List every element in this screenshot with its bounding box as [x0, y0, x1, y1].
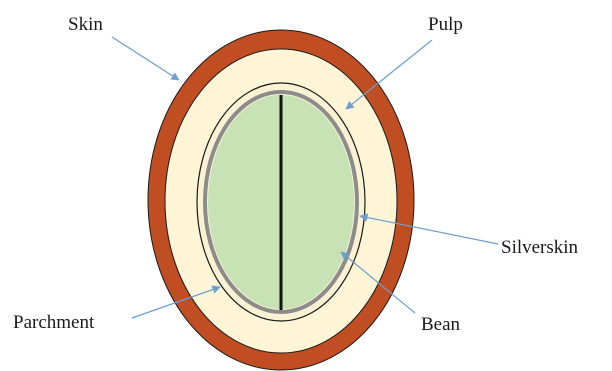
- pulp-label: Pulp: [428, 14, 463, 35]
- skin-arrow: [112, 37, 179, 80]
- bean-label: Bean: [421, 314, 461, 335]
- parchment-label: Parchment: [13, 312, 95, 333]
- skin-label: Skin: [68, 14, 103, 35]
- silverskin-label: Silverskin: [501, 237, 579, 258]
